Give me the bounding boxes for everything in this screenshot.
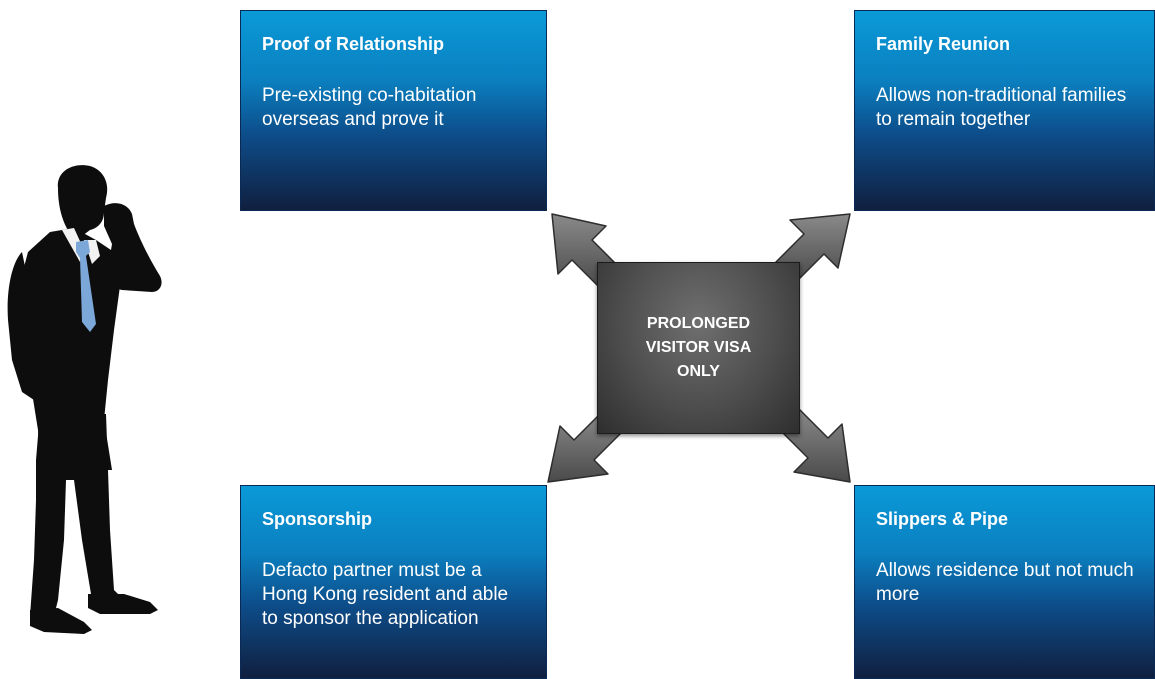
box-body: Allows non-traditional families to remai… <box>876 85 1127 130</box>
center-label: PROLONGED VISITOR VISA ONLY <box>645 315 752 380</box>
box-title: Sponsorship <box>262 509 373 529</box>
box-body: Defacto partner must be a Hong Kong resi… <box>262 560 509 629</box>
box-title: Proof of Relationship <box>262 34 444 54</box>
sponsorship-box: Sponsorship Defacto partner must be a Ho… <box>240 485 547 679</box>
box-title: Slippers & Pipe <box>876 509 1009 529</box>
box-title: Family Reunion <box>876 34 1011 54</box>
slippers-and-pipe-box: Slippers & Pipe Allows residence but not… <box>854 485 1155 679</box>
proof-of-relationship-box: Proof of Relationship Pre-existing co-ha… <box>240 10 547 211</box>
box-body: Allows residence but not much more <box>876 560 1134 605</box>
box-body: Pre-existing co-habitation overseas and … <box>262 85 477 130</box>
family-reunion-box: Family Reunion Allows non-traditional fa… <box>854 10 1155 211</box>
center-visa-box: PROLONGED VISITOR VISA ONLY <box>597 262 800 434</box>
tie-shape <box>76 240 96 332</box>
